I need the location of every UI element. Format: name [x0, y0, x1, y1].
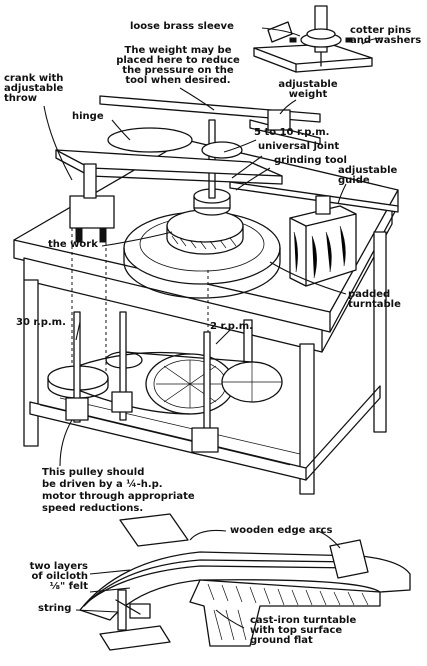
label-padded-turntable-line-2: turntable [348, 299, 401, 310]
grinding-machine [13, 95, 399, 495]
label-hinge: hinge [72, 111, 104, 122]
label-rpm-5-10: 5 to 10 r.p.m. [254, 127, 330, 138]
label-crank-line-1: crank with [4, 73, 64, 84]
label-crank-line-2: adjustable [4, 83, 64, 94]
label-adjustable-weight-line-1: adjustable [278, 79, 338, 90]
label-pulley-note-line-3: motor through appropriate [42, 491, 195, 502]
label-oilcloth-line-2: of oilcloth [31, 571, 88, 582]
label-pulley-note-line-2: be driven by a ¼-h.p. [42, 479, 163, 490]
label-oilcloth-line-1: two layers [29, 561, 88, 572]
label-cast-iron-line-3: ground flat [250, 635, 313, 646]
label-cotter-pins-line-1: cotter pins [350, 25, 412, 36]
label-weight-note-line-3: the pressure on the [122, 65, 234, 76]
label-cotter-pins-line-2: and washers [350, 35, 422, 46]
label-adjustable-weight: adjustable weight [268, 80, 348, 100]
label-adjustable-weight-line-2: weight [288, 89, 328, 100]
label-weight-note-line-1: The weight may be [124, 45, 232, 56]
label-weight-note-line-2: placed here to reduce [116, 55, 240, 66]
universal-joint-detail [253, 5, 373, 73]
label-rpm-30: 30 r.p.m. [16, 317, 66, 328]
label-padded-turntable-line-1: padded [348, 289, 391, 300]
label-weight-note-line-4: tool when desired. [125, 75, 231, 86]
label-oilcloth: two layers of oilcloth ⅛" felt [2, 562, 88, 592]
label-cast-iron-line-1: cast-iron turntable [250, 615, 357, 626]
label-universal-joint: universal joint [258, 141, 340, 152]
label-crank: crank with adjustable throw [4, 74, 63, 104]
label-padded-turntable: padded turntable [348, 290, 401, 310]
label-wooden-edge-arcs: wooden edge arcs [230, 525, 333, 536]
label-the-work: the work [48, 239, 98, 250]
label-adjustable-guide-line-1: adjustable [338, 165, 398, 176]
label-cotter-pins: cotter pins and washers [350, 26, 421, 46]
label-adjustable-guide-line-2: guide [338, 175, 370, 186]
leader-lines [43, 27, 383, 629]
label-weight-note: The weight may be placed here to reduce … [104, 46, 252, 86]
label-pulley-note: This pulley should be driven by a ¼-h.p.… [42, 468, 195, 514]
label-pulley-note-line-4: speed reductions. [42, 503, 144, 514]
label-loose-brass-sleeve: loose brass sleeve [130, 21, 234, 32]
label-adjustable-guide: adjustable guide [338, 166, 397, 186]
label-grinding-tool: grinding tool [274, 155, 347, 166]
turntable-section-detail [79, 513, 411, 651]
label-rpm-2: 2 r.p.m. [210, 321, 253, 332]
label-cast-iron: cast-iron turntable with top surface gro… [250, 616, 356, 646]
label-oilcloth-line-3: ⅛" felt [49, 581, 88, 592]
label-crank-line-3: throw [4, 93, 37, 104]
label-string: string [38, 603, 72, 614]
label-cast-iron-line-2: with top surface [250, 625, 343, 636]
label-pulley-note-line-1: This pulley should [42, 467, 145, 478]
